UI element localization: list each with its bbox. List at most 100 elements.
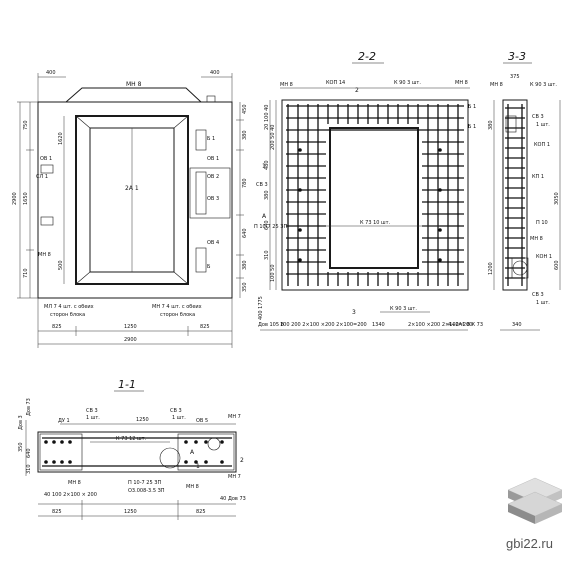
front-left-label-3: МН 8: [38, 252, 51, 258]
front-right-dim-4: 640: [242, 228, 248, 238]
s22-bottom-dim-4: 2×100 ×200 2×100=200: [408, 322, 472, 328]
front-note-left-sub: сторон блока: [50, 312, 85, 318]
s11-left-dim-1: Дов 3: [18, 415, 24, 430]
rebar-node: [298, 188, 302, 192]
s22-left-dim-8: 400 1775: [258, 296, 264, 320]
s33-dim-3: 1200: [488, 262, 494, 275]
rebar-dot: [194, 440, 198, 444]
front-side-dim-1: 750: [23, 120, 29, 130]
s11-bottom-label-5: П 10-7 25 ЗП: [128, 480, 161, 486]
rebar-dot: [184, 440, 188, 444]
front-top-label: МН 8: [126, 81, 142, 88]
s22-left-dim-3: 480: [264, 160, 270, 170]
section11-outline: [37, 431, 237, 473]
s11-top-label-3: 1 шт.: [86, 415, 100, 421]
s11-bottom-right: 40 Дов 73: [220, 496, 246, 502]
s22-right-label-1: Б 1: [468, 104, 476, 110]
section22-rebar-grid: [286, 104, 464, 286]
s11-top-label-7: МН 7: [228, 414, 241, 420]
s33-dim-5: 340: [512, 322, 522, 328]
rebar-node: [438, 228, 442, 232]
front-right-dim-5: 380: [242, 260, 248, 270]
s22-top-mark: 2: [355, 87, 359, 94]
s33-label-3: КОП 1: [534, 142, 550, 148]
s33-top-label: МН 8: [490, 82, 503, 88]
rebar-dot: [194, 460, 198, 464]
rebar-dot: [60, 460, 64, 464]
rebar-node: [298, 228, 302, 232]
rebar-dot: [68, 460, 72, 464]
rebar-dot: [52, 460, 56, 464]
s22-right-label-2: Б 1: [468, 124, 476, 130]
s33-dim-1: 380: [488, 120, 494, 130]
section22-opening: [329, 127, 419, 269]
front-right-label-6: Б: [207, 264, 211, 270]
front-side-total: 2900: [12, 192, 18, 205]
s11-top-label-6: ОВ 5: [196, 418, 208, 424]
s33-top-dim-1: 375: [510, 74, 520, 80]
section-3-3: 3-3 МН 8 375 К 90 3 шт. СВ 3 1 шт. КОП 1…: [488, 50, 561, 331]
s11-mark-a: А: [190, 449, 195, 456]
front-right-label-5: ОВ 4: [207, 240, 219, 246]
s22-top-label-1: МН 8: [280, 82, 293, 88]
s22-bottom-label: К 90 3 шт.: [390, 306, 417, 312]
front-inner-dim-2: 500: [58, 260, 64, 270]
s11-top-label-1: ДУ 1: [58, 418, 70, 424]
front-right-dim-1: 450: [242, 104, 248, 114]
s11-bottom-label-2: МН 8: [186, 484, 199, 490]
section33-outline: [502, 99, 528, 291]
s11-bottom-label-6: О3.008-3.5 ЗП: [128, 488, 165, 494]
front-note-right-sub: сторон блока: [160, 312, 195, 318]
s11-left-dim-4: 640: [26, 448, 32, 458]
section11-left-block: [39, 433, 83, 471]
s22-left-dim-7: 100 50: [270, 265, 276, 283]
rebar-dot: [44, 440, 48, 444]
front-top-left-dim: 400: [46, 70, 56, 76]
s22-bottom-dim-5: 4+2А1 8 К 73: [448, 322, 483, 328]
s33-label-2: 1 шт.: [536, 122, 550, 128]
s11-bottom-label-4: 40 100 2×100 × 200: [44, 492, 97, 498]
s33-label-7: КОН 1: [536, 254, 552, 260]
rebar-dot: [60, 440, 64, 444]
rebar-dot: [68, 440, 72, 444]
s33-top-dim-2: К 90 3 шт.: [530, 82, 557, 88]
section-1-1: 1-1 Дов 3 Дов 73 350 640 310 ДУ 1 СВ 3 1…: [18, 378, 246, 520]
s22-left-label-1: 1: [262, 163, 266, 170]
s22-bottom-dim-2: 100 200 2×100 ×200 2×100=200: [280, 322, 367, 328]
s22-middle-label: К 73 10 шт.: [360, 220, 391, 226]
front-right-label-1: Б 1: [207, 136, 215, 142]
front-top-right-dim: 400: [210, 70, 220, 76]
s11-top-label-5: 1 шт.: [172, 415, 186, 421]
front-inner-dim-1: 1620: [58, 132, 64, 145]
front-bottom-dim-2: 1250: [124, 324, 137, 330]
s22-top-label-3: МН 8: [455, 80, 468, 86]
section-2-2: 2-2 МН 8 К 90 3 шт. МН 8 КОП 14 2 20 100…: [254, 50, 483, 331]
s11-bottom-label-3: МН 7: [228, 474, 241, 480]
section33-stirrups: [505, 107, 525, 279]
s22-left-label-4: П 10-7 25 ЗП: [254, 224, 287, 230]
front-right-dim-2: 380: [242, 130, 248, 140]
rebar-dot: [220, 440, 224, 444]
front-left-label-1: ОВ 1: [40, 156, 52, 162]
s22-left-dim-1: 20 100 40: [264, 105, 270, 130]
s11-top-label-2: СВ 3: [86, 408, 98, 414]
s33-label-1: СВ 3: [532, 114, 544, 120]
s22-left-label-3: А: [262, 213, 267, 220]
rebar-node: [438, 148, 442, 152]
front-left-label-2: СЛ 1: [36, 174, 48, 180]
section11-right-block: [177, 433, 235, 471]
section-2-2-title: 2-2: [358, 50, 376, 63]
front-view: 400 400 МН 8 2А 1 ОВ 1 Б 1 СЛ 1 МН 8 Б 1…: [12, 70, 248, 348]
section-1-1-title: 1-1: [118, 378, 136, 391]
front-right-label-3: ОВ 2: [207, 174, 219, 180]
s33-label-9: 1 шт.: [536, 300, 550, 306]
front-right-dim-3: 780: [242, 178, 248, 188]
s33-label-8: СВ 3: [532, 292, 544, 298]
front-bottom-dim-1: 825: [52, 324, 62, 330]
gbi22-logo: gbi22.ru: [506, 477, 563, 551]
s33-label-5: П 10: [536, 220, 548, 226]
s11-left-dim-2: Дов 73: [26, 398, 32, 416]
s22-left-dim-6: 310: [264, 250, 270, 260]
s22-section-mark: 3: [352, 309, 356, 316]
